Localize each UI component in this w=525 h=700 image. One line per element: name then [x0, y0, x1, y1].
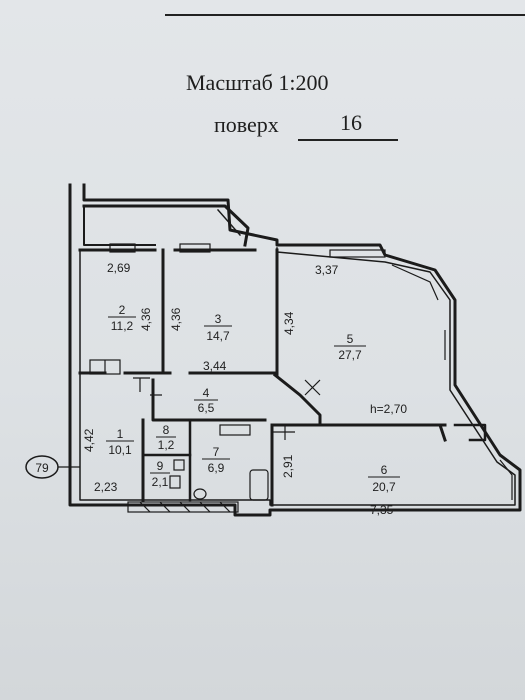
dim-7-35: 7,35 — [370, 503, 394, 517]
room-3-id: 3 — [215, 312, 222, 326]
floor-underline — [298, 139, 398, 141]
radiator-hatch — [139, 501, 231, 513]
radiator-strip — [127, 501, 239, 513]
fixtures — [89, 359, 269, 513]
balcony-left — [83, 205, 156, 246]
dim-2-23: 2,23 — [94, 480, 118, 494]
balcony-wall — [82, 204, 250, 247]
axis-marker: 79 — [25, 455, 80, 479]
wall-corner-pier — [453, 423, 487, 442]
dim-3-37: 3,37 — [315, 263, 339, 277]
room-6-id: 6 — [381, 463, 388, 477]
room-2-area: 11,2 — [111, 319, 134, 333]
door-room2 — [133, 377, 150, 392]
room-1-area: 10,1 — [108, 443, 132, 457]
top-rule-line — [165, 14, 525, 16]
wall-room5-bottom — [318, 423, 447, 442]
floor-number: 16 — [340, 110, 362, 135]
door-hall — [150, 385, 162, 405]
room-5-area: 27,7 — [338, 348, 362, 362]
floor-label: поверх — [214, 112, 279, 137]
sink-wc — [173, 459, 185, 471]
dim-2-69: 2,69 — [107, 261, 131, 275]
dim-4-36-b: 4,36 — [169, 307, 183, 331]
window-room5-bay — [391, 264, 446, 360]
toilet-wc — [169, 475, 181, 489]
room-8-id: 8 — [163, 423, 170, 437]
room-3-area: 14,7 — [206, 329, 230, 343]
outer-wall — [68, 183, 522, 517]
room-8-area: 1,2 — [158, 438, 175, 452]
dim-4-36-a: 4,36 — [139, 307, 153, 331]
dim-4-42: 4,42 — [82, 428, 96, 452]
room-9-area: 2,1 — [152, 475, 169, 489]
axis-marker-label: 79 — [35, 461, 49, 475]
window-room3 — [179, 243, 211, 253]
room-6-area: 20,7 — [372, 480, 396, 494]
wall-hall-diag — [272, 372, 322, 427]
room-labels: 2 11,2 3 14,7 5 27,7 4 6,5 1 10,1 8 1,2 … — [106, 303, 400, 494]
room-2-id: 2 — [119, 303, 126, 317]
outer-wall-inner — [79, 247, 516, 506]
room-1-id: 1 — [117, 427, 124, 441]
room-7-id: 7 — [213, 445, 220, 459]
bathtub — [249, 469, 269, 501]
window-room2 — [109, 243, 136, 253]
room-7-area: 6,9 — [208, 461, 225, 475]
ceiling-height: h=2,70 — [370, 402, 407, 416]
dim-2-91: 2,91 — [281, 454, 295, 478]
walls — [68, 183, 522, 517]
door-swings — [133, 377, 321, 440]
room-4-area: 6,5 — [198, 401, 215, 415]
door-room4 — [304, 379, 321, 396]
window-room5 — [329, 249, 386, 258]
dimension-labels: 2,69 4,36 4,36 3,37 4,34 3,44 4,42 2,23 … — [82, 261, 407, 517]
room-5-id: 5 — [347, 332, 354, 346]
room-4-id: 4 — [203, 386, 210, 400]
washbasin — [219, 424, 251, 436]
windows — [109, 243, 513, 500]
toilet-bath — [193, 488, 207, 500]
scale-label: Масштаб 1:200 — [186, 70, 329, 95]
door-room6 — [272, 425, 295, 440]
window-room6-side — [499, 459, 513, 500]
balcony-slash — [216, 208, 242, 237]
dim-3-44: 3,44 — [203, 359, 227, 373]
room-9-id: 9 — [157, 459, 164, 473]
dim-4-34: 4,34 — [282, 311, 296, 335]
